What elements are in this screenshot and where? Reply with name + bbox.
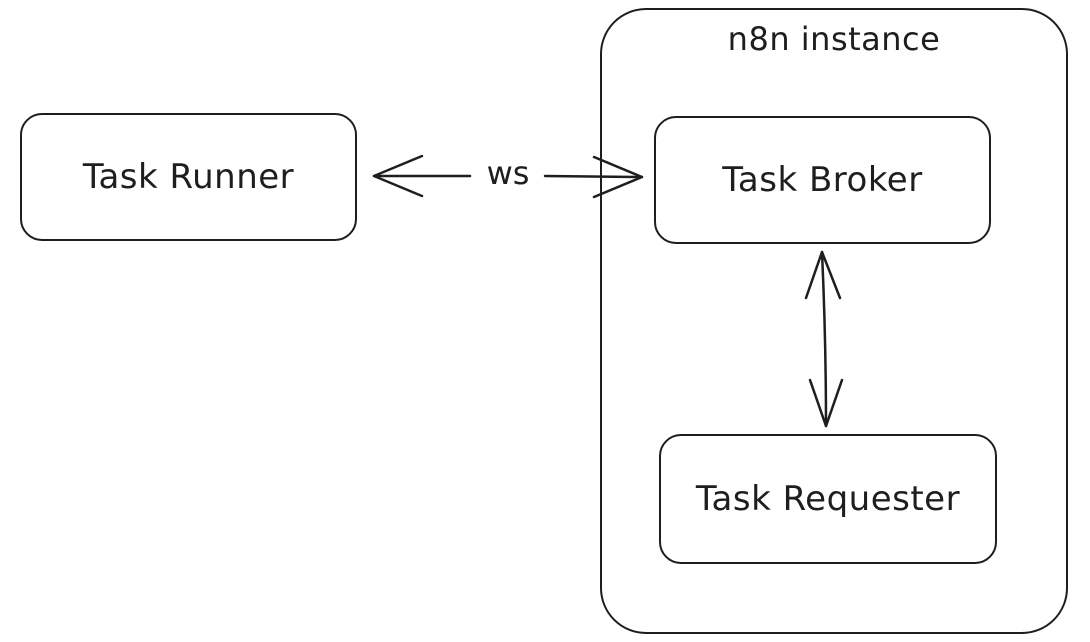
task-requester-label: Task Requester [695,479,961,519]
n8n-instance-title: n8n instance [727,20,941,58]
ws-arrowhead-left [372,154,424,198]
task-requester-node: Task Requester [659,434,997,564]
task-broker-label: Task Broker [722,160,923,200]
ws-connector-line-right [543,174,644,179]
ws-arrowhead-right [592,155,644,199]
broker-requester-arrowhead-bottom [808,378,844,428]
broker-requester-arrowhead-top [804,250,842,300]
n8n-instance-container [600,8,1068,634]
task-runner-label: Task Runner [82,157,295,197]
task-broker-node: Task Broker [654,116,991,244]
task-runner-node: Task Runner [20,113,357,241]
ws-connector-label: ws [476,154,540,192]
broker-requester-connector-line [820,250,828,428]
